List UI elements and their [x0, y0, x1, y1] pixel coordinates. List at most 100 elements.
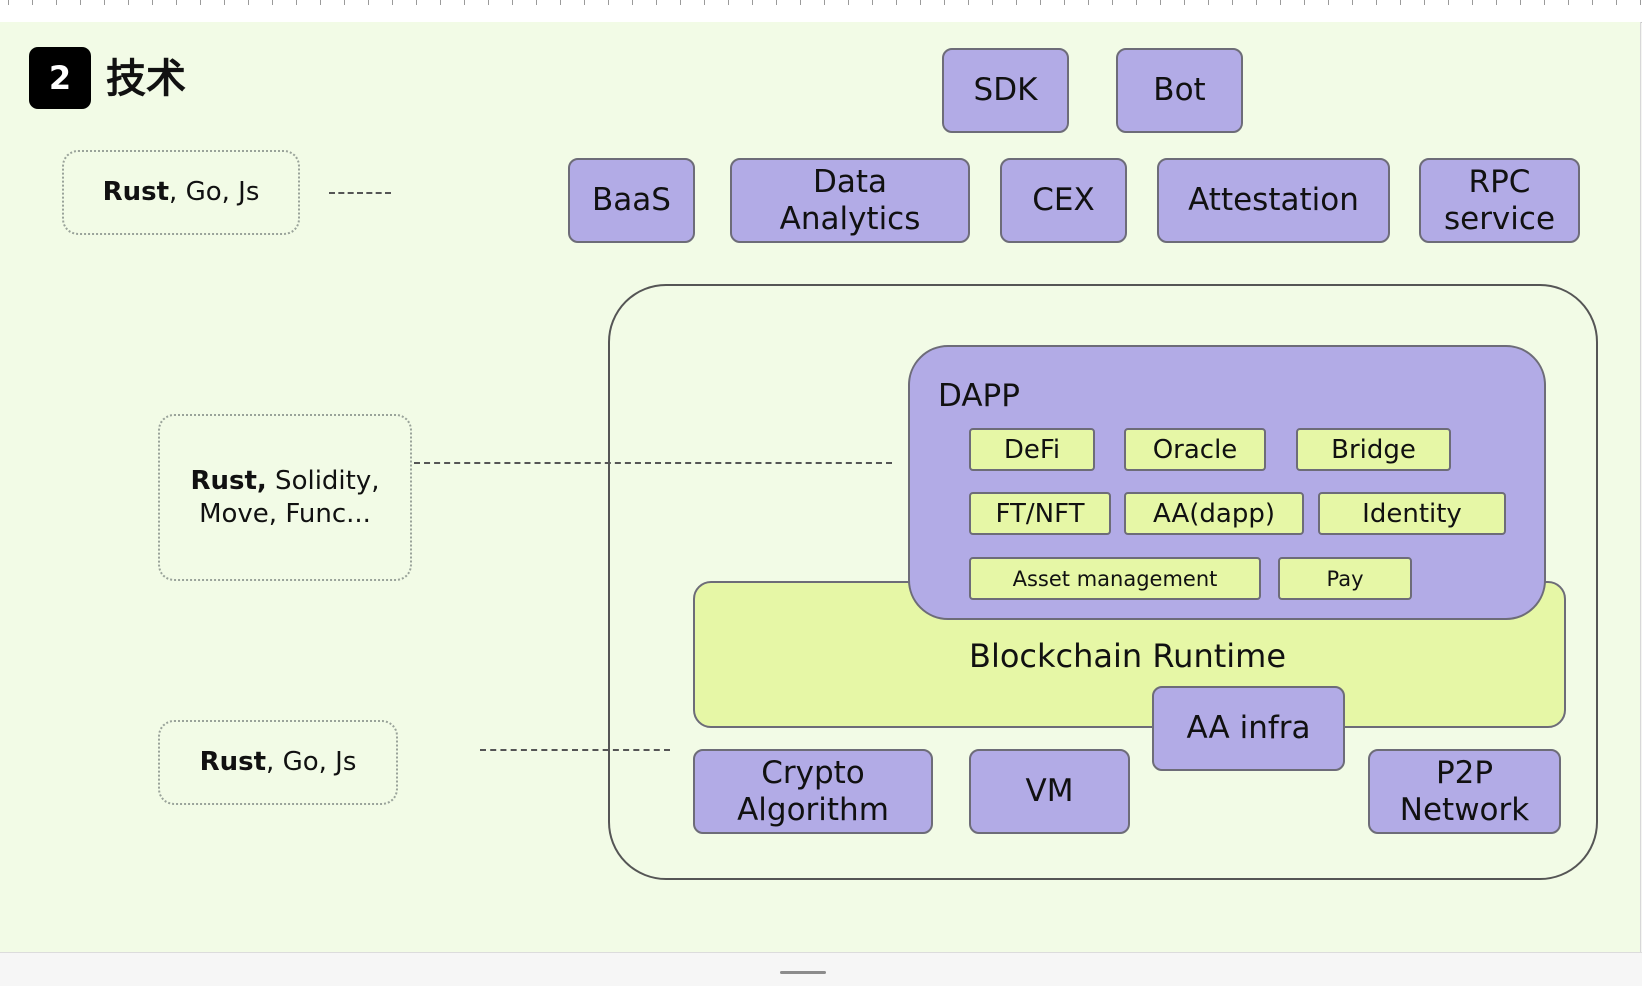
ruler-tick [416, 0, 417, 5]
ruler-tick [728, 0, 729, 5]
p2p-network-box: P2P Network [1368, 749, 1561, 834]
ruler-tick [800, 0, 801, 5]
ruler-tick [656, 0, 657, 5]
connector-top [329, 192, 391, 194]
ruler-tick [224, 0, 225, 5]
ruler-tick [512, 0, 513, 5]
ruler-tick [1112, 0, 1113, 5]
ruler-tick [80, 0, 81, 5]
ruler-tick [968, 0, 969, 5]
dapp-title: DAPP [938, 378, 1020, 414]
connector-middle [414, 462, 892, 464]
ruler-tick [1256, 0, 1257, 5]
lang-middle-rest: Solidity, [266, 465, 380, 496]
crypto-line1: Crypto [761, 754, 865, 791]
baas-box: BaaS [568, 158, 695, 243]
sdk-label: SDK [973, 72, 1038, 108]
ruler-tick [1304, 0, 1305, 5]
ruler-tick [1592, 0, 1593, 5]
top-ruler [0, 0, 1642, 23]
bottom-bar [0, 952, 1642, 986]
ruler-tick [1472, 0, 1473, 5]
ruler-tick [1184, 0, 1185, 5]
rpc-line2: service [1443, 200, 1556, 237]
blockchain-stack-container [608, 284, 1598, 880]
section-number-badge: 2 [29, 47, 91, 109]
oracle-label: Oracle [1152, 434, 1238, 465]
lang-top-bold: Rust [102, 177, 170, 207]
ruler-tick [128, 0, 129, 5]
data-analytics-box: Data Analytics [730, 158, 970, 243]
ruler-tick [1640, 0, 1641, 5]
lang-box-top: Rust, Go, Js [62, 150, 300, 235]
blockchain-runtime-label: Blockchain Runtime [969, 637, 1287, 675]
resize-handle[interactable] [780, 971, 826, 974]
ruler-tick [1088, 0, 1089, 5]
aa-infra-box: AA infra [1152, 686, 1345, 771]
attestation-box: Attestation [1157, 158, 1390, 243]
ruler-tick [1040, 0, 1041, 5]
ruler-tick [1544, 0, 1545, 5]
ruler-tick [704, 0, 705, 5]
sdk-box: SDK [942, 48, 1069, 133]
ruler-tick [56, 0, 57, 5]
ruler-tick [248, 0, 249, 5]
ruler-tick [1280, 0, 1281, 5]
p2p-line2: Network [1399, 791, 1530, 828]
dapp-item-asset-management: Asset management [969, 557, 1261, 600]
ruler-tick [1376, 0, 1377, 5]
p2p-line1: P2P [1435, 754, 1494, 791]
ruler-tick [944, 0, 945, 5]
dapp-item-pay: Pay [1278, 557, 1412, 600]
ruler-tick [992, 0, 993, 5]
dapp-item-oracle: Oracle [1124, 428, 1266, 471]
data-analytics-line1: Data [812, 163, 888, 200]
ruler-tick [8, 0, 9, 5]
ruler-tick [1520, 0, 1521, 5]
ruler-tick [1400, 0, 1401, 5]
dapp-item-ftnft: FT/NFT [969, 492, 1111, 535]
ruler-tick [536, 0, 537, 5]
ruler-tick [1160, 0, 1161, 5]
ruler-tick [344, 0, 345, 5]
ruler-tick [1328, 0, 1329, 5]
ruler-tick [368, 0, 369, 5]
cex-label: CEX [1032, 182, 1095, 218]
ruler-tick [632, 0, 633, 5]
connector-bottom [480, 749, 670, 751]
lang-top-rest: , Go, Js [169, 177, 260, 207]
ruler-tick [824, 0, 825, 5]
bot-box: Bot [1116, 48, 1243, 133]
ruler-tick [200, 0, 201, 5]
data-analytics-line2: Analytics [779, 200, 921, 237]
ruler-tick [464, 0, 465, 5]
ruler-tick [296, 0, 297, 5]
ruler-tick [920, 0, 921, 5]
ruler-tick [872, 0, 873, 5]
ruler-tick [1232, 0, 1233, 5]
ruler-tick [104, 0, 105, 5]
ruler-tick [1424, 0, 1425, 5]
lang-box-bottom: Rust, Go, Js [158, 720, 398, 805]
cex-box: CEX [1000, 158, 1127, 243]
lang-middle-bold: Rust, [190, 465, 267, 496]
ruler-tick [896, 0, 897, 5]
ruler-tick [560, 0, 561, 5]
defi-label: DeFi [1003, 434, 1061, 465]
aa-dapp-label: AA(dapp) [1152, 498, 1276, 529]
dapp-item-identity: Identity [1318, 492, 1506, 535]
attestation-label: Attestation [1188, 182, 1359, 218]
ruler-tick [584, 0, 585, 5]
dapp-item-aa-dapp: AA(dapp) [1124, 492, 1304, 535]
ruler-tick [608, 0, 609, 5]
lang-bottom-bold: Rust [199, 747, 267, 777]
ruler-tick [776, 0, 777, 5]
section-number: 2 [48, 59, 72, 97]
ftnft-label: FT/NFT [995, 498, 1085, 529]
ruler-tick [680, 0, 681, 5]
identity-label: Identity [1362, 498, 1462, 529]
rpc-line1: RPC [1468, 163, 1531, 200]
asset-management-label: Asset management [1012, 566, 1218, 591]
ruler-tick [32, 0, 33, 5]
ruler-tick [1064, 0, 1065, 5]
